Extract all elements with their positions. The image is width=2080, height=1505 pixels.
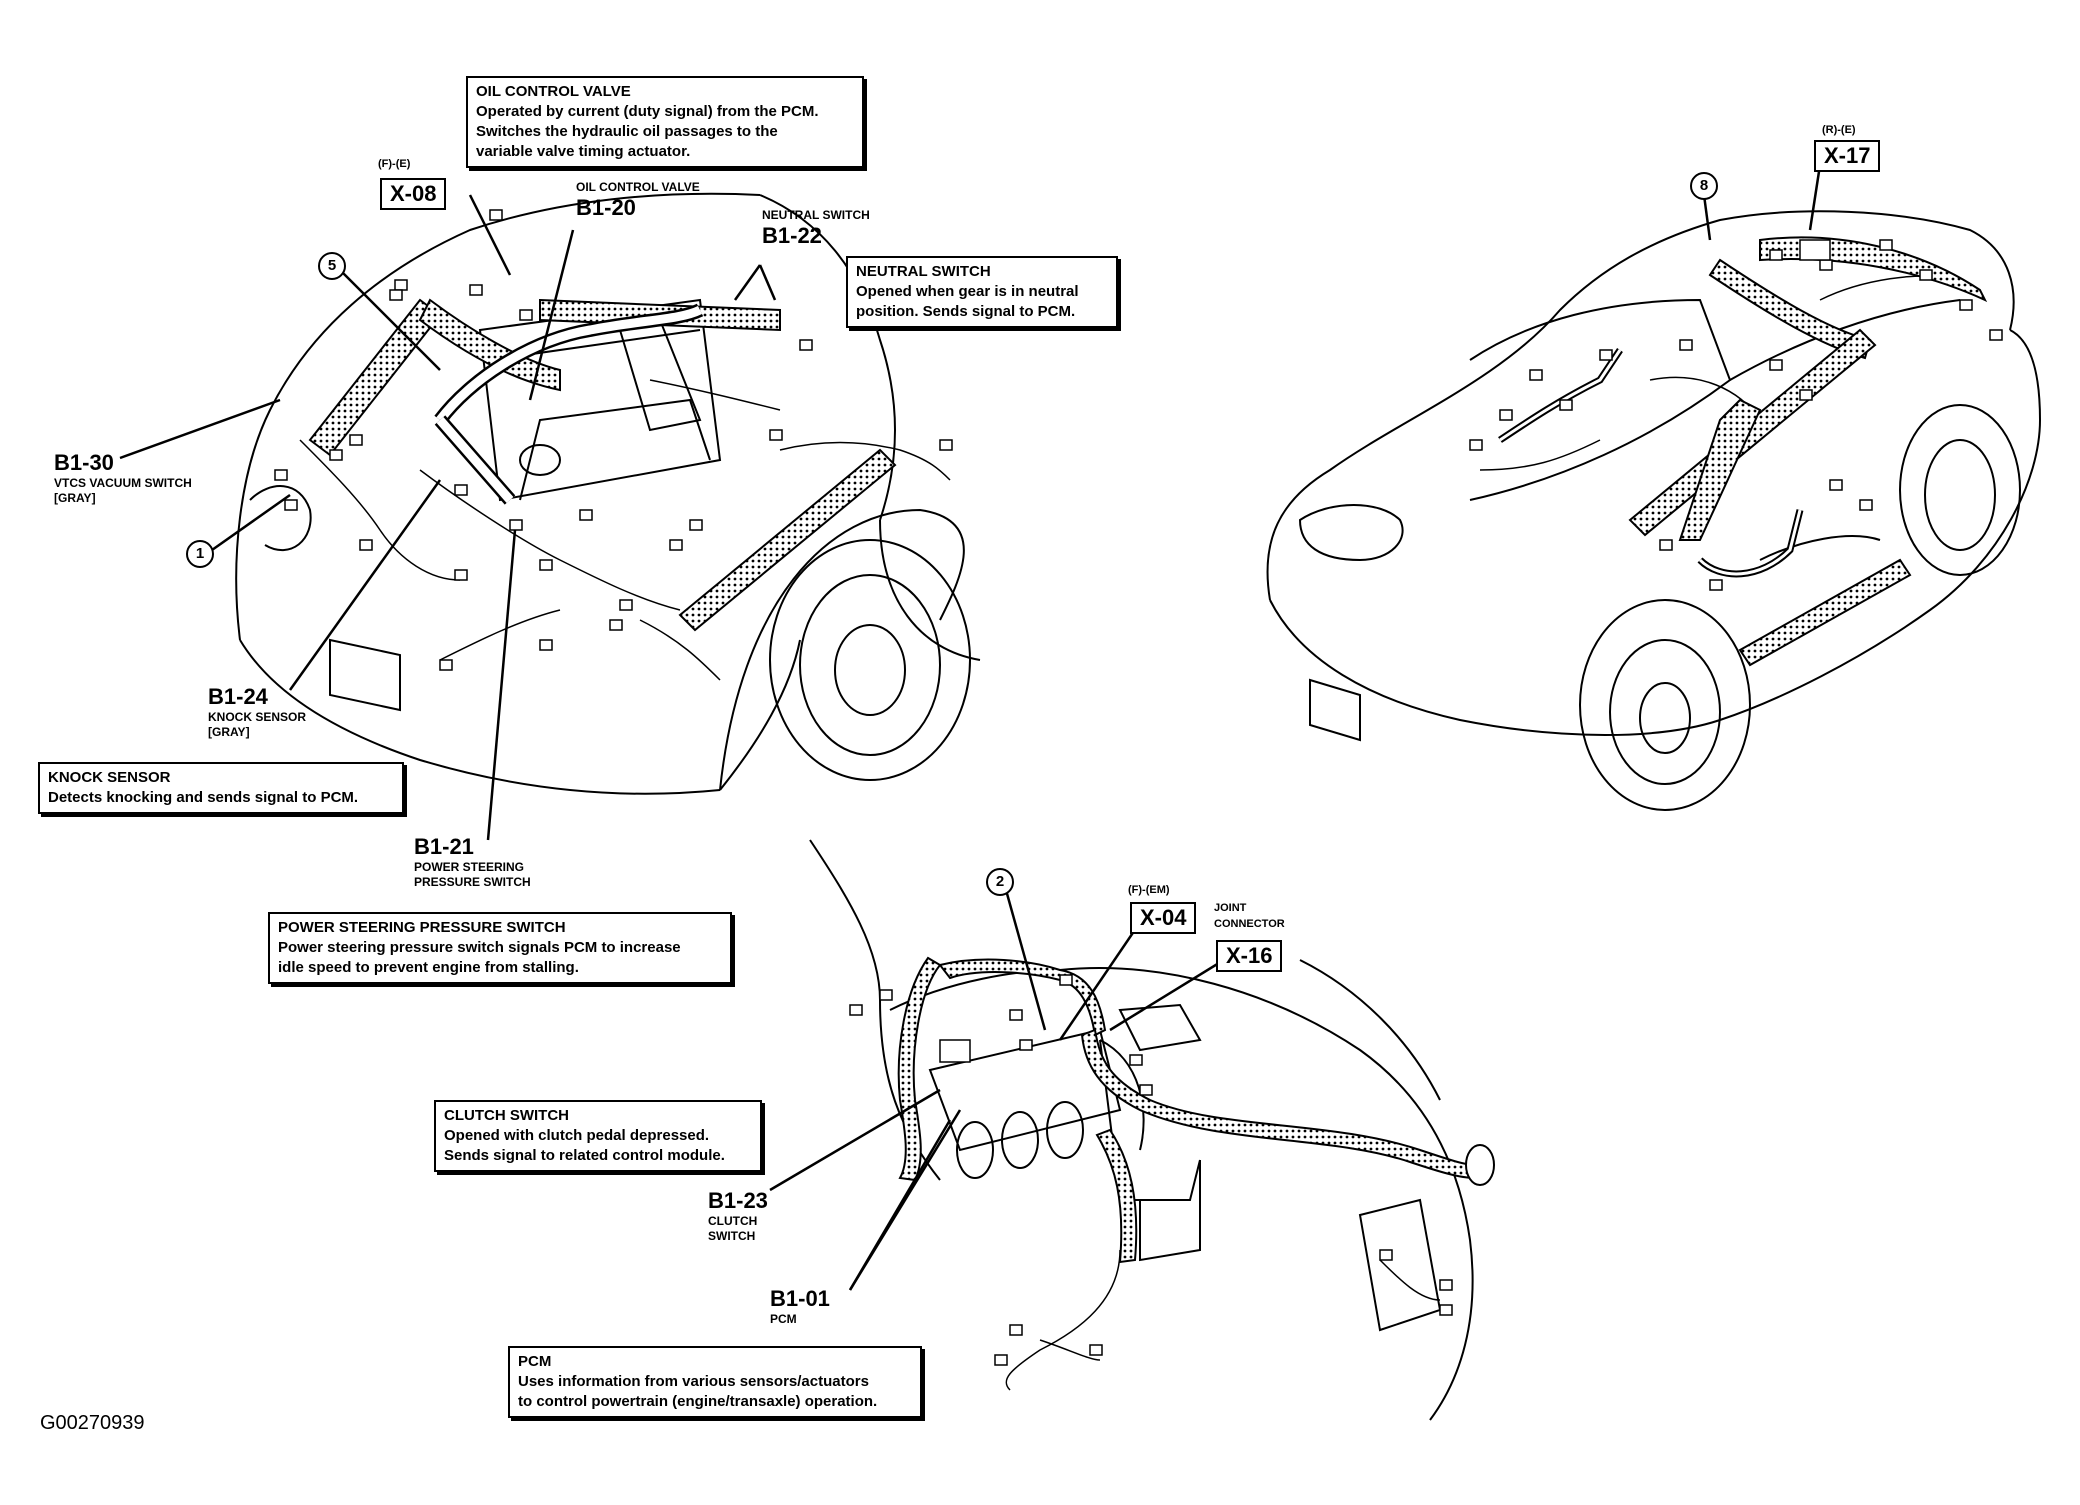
x08-harness-label: (F)-(E) — [378, 158, 411, 170]
component-code: B1-21 — [414, 834, 474, 859]
b1-23-label: B1-23 CLUTCH SWITCH — [708, 1188, 768, 1244]
x08-connector-tag: X-08 — [380, 178, 447, 210]
component-name: NEUTRAL SWITCH — [762, 208, 870, 222]
component-note: [GRAY] — [54, 491, 96, 505]
neutral-switch-callout: NEUTRAL SWITCH Opened when gear is in ne… — [846, 256, 1118, 328]
component-code: B1-23 — [708, 1188, 768, 1213]
component-name: POWER STEERING — [414, 860, 525, 874]
component-note: [GRAY] — [208, 725, 250, 739]
component-code: B1-30 — [54, 450, 114, 475]
x16-joint-label: JOINT — [1214, 902, 1247, 914]
rear-car-illustration — [1266, 210, 2042, 811]
x17-connector-tag: X-17 — [1814, 140, 1881, 172]
leader-lines — [119, 164, 1822, 1291]
callout-title: OIL CONTROL VALVE — [476, 83, 631, 100]
component-name: CLUTCH — [708, 1214, 758, 1228]
b1-22-label: NEUTRAL SWITCH B1-22 — [762, 208, 870, 249]
callout-line: Switches the hydraulic oil passages to t… — [476, 123, 778, 140]
cabin-harness — [897, 956, 1495, 1264]
callout-title: NEUTRAL SWITCH — [856, 263, 991, 280]
b1-30-label: B1-30 VTCS VACUUM SWITCH [GRAY] — [54, 450, 192, 506]
callout-line: Power steering pressure switch signals P… — [278, 939, 681, 956]
b1-21-label: B1-21 POWER STEERING PRESSURE SWITCH — [414, 834, 531, 890]
callout-title: CLUTCH SWITCH — [444, 1107, 569, 1124]
callout-line: idle speed to prevent engine from stalli… — [278, 959, 579, 976]
rear-harness — [1628, 236, 1988, 667]
callout-line: variable valve timing actuator. — [476, 143, 691, 160]
marker-8: 8 — [1690, 172, 1718, 200]
x16-connector-label: CONNECTOR — [1214, 918, 1285, 930]
b1-20-label: OIL CONTROL VALVE B1-20 — [576, 180, 700, 221]
rear-connectors — [1469, 239, 2003, 591]
callout-line: Operated by current (duty signal) from t… — [476, 103, 819, 120]
callout-line: Uses information from various sensors/ac… — [518, 1373, 869, 1390]
x04-connector-tag: X-04 — [1130, 902, 1197, 934]
x04-harness-label: (F)-(EM) — [1128, 884, 1170, 896]
figure-id: G00270939 — [40, 1412, 145, 1434]
callout-title: POWER STEERING PRESSURE SWITCH — [278, 919, 566, 936]
component-code: B1-22 — [762, 223, 822, 248]
callout-line: Opened when gear is in neutral — [856, 283, 1079, 300]
x17-harness-label: (R)-(E) — [1822, 124, 1856, 136]
component-name: PRESSURE SWITCH — [414, 875, 531, 889]
knock-sensor-callout: KNOCK SENSOR Detects knocking and sends … — [38, 762, 404, 814]
front-harness — [308, 298, 897, 632]
component-name: OIL CONTROL VALVE — [576, 180, 700, 194]
callout-line: Detects knocking and sends signal to PCM… — [48, 789, 359, 806]
pcm-callout: PCM Uses information from various sensor… — [508, 1346, 922, 1418]
callout-title: PCM — [518, 1353, 552, 1370]
component-code: B1-20 — [576, 195, 636, 220]
marker-1: 1 — [186, 540, 214, 568]
b1-24-label: B1-24 KNOCK SENSOR [GRAY] — [208, 684, 306, 740]
front-connectors — [274, 209, 953, 671]
component-name: KNOCK SENSOR — [208, 710, 307, 724]
component-code: B1-24 — [208, 684, 268, 709]
b1-01-label: B1-01 PCM — [770, 1286, 830, 1327]
marker-2: 2 — [986, 868, 1014, 896]
marker-5: 5 — [318, 252, 346, 280]
power-steering-callout: POWER STEERING PRESSURE SWITCH Power ste… — [268, 912, 732, 984]
cabin-connectors — [849, 974, 1453, 1366]
component-name: VTCS VACUUM SWITCH — [54, 476, 192, 490]
callout-line: position. Sends signal to PCM. — [856, 303, 1076, 320]
component-name: SWITCH — [708, 1229, 756, 1243]
component-code: B1-01 — [770, 1286, 830, 1311]
front-car-illustration — [235, 192, 981, 795]
callout-title: KNOCK SENSOR — [48, 769, 171, 786]
clutch-switch-callout: CLUTCH SWITCH Opened with clutch pedal d… — [434, 1100, 762, 1172]
x16-connector-tag: X-16 — [1216, 940, 1283, 972]
oil-control-valve-callout: OIL CONTROL VALVE Operated by current (d… — [466, 76, 864, 168]
callout-line: Opened with clutch pedal depressed. — [444, 1127, 710, 1144]
callout-line: to control powertrain (engine/transaxle)… — [518, 1393, 878, 1410]
callout-line: Sends signal to related control module. — [444, 1147, 725, 1164]
component-name: PCM — [770, 1312, 797, 1326]
